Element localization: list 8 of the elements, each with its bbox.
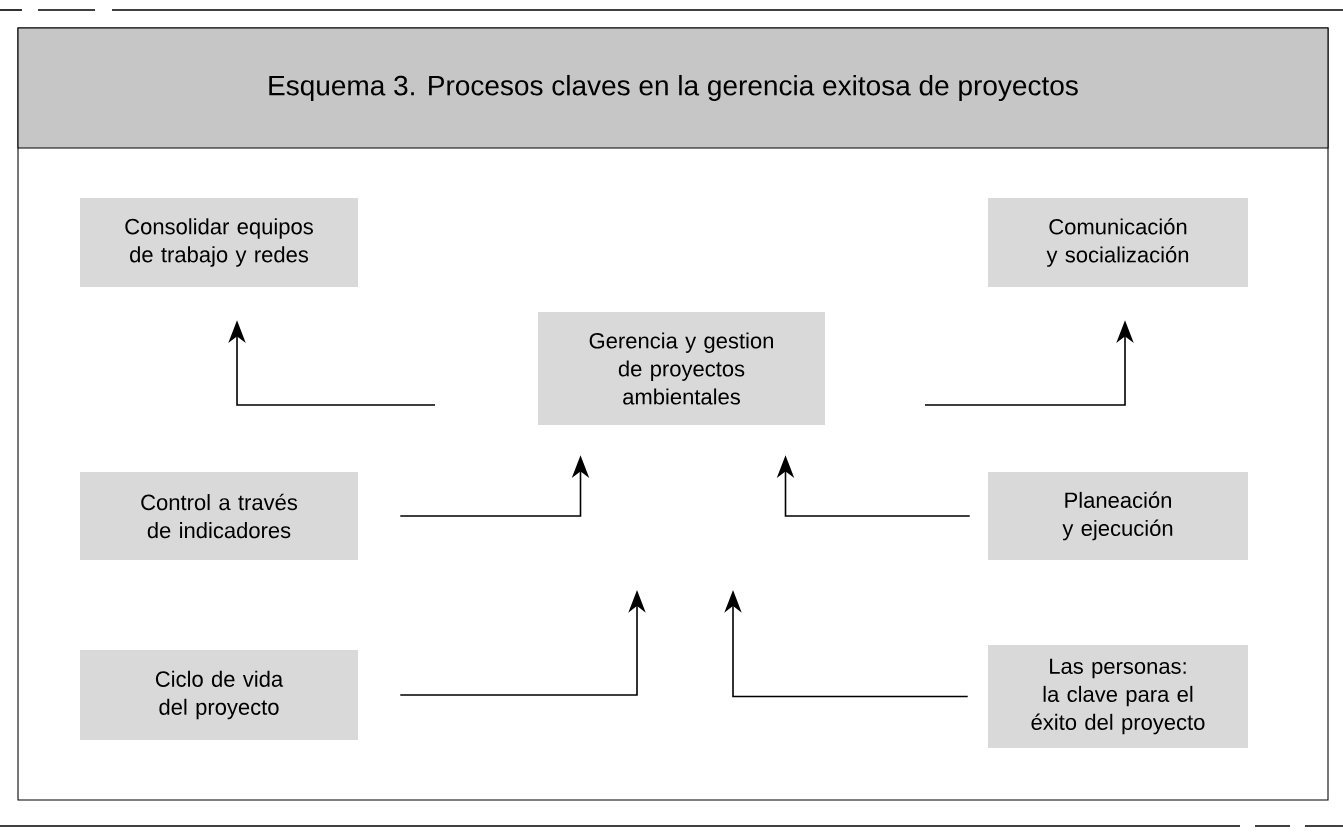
process-box: Consolidar equipos de trabajo y redes [80,198,358,287]
process-box: Ciclo de vida del proyecto [80,650,358,740]
process-box: Gerencia y gestion de proyectos ambientales [538,312,825,425]
process-box: Planeación y ejecución [988,472,1248,560]
process-box: Las personas: la clave para el éxito del proyecto [988,645,1248,748]
process-box: Control a través de indicadores [80,472,358,560]
title-band: Esquema 3. Procesos claves en la gerencia exitosa de proyectos [17,27,1329,149]
process-box: Comunicación y socialización [988,198,1248,287]
